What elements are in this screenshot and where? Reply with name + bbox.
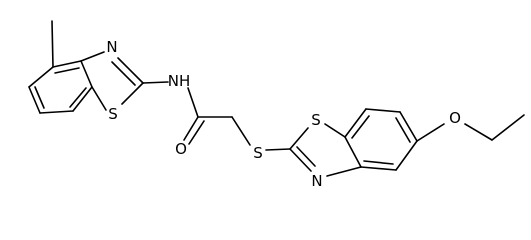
chemical-structure: N S NH O S S N O [28,20,525,190]
atom-label-thioether-s: S [253,144,263,162]
atom-label-n-thiazole-left: N [106,38,117,56]
atom-label-s-thiazole-right: S [311,111,321,129]
atom-label-s-thiazole-left: S [108,105,118,123]
amide-linker [142,81,291,151]
atom-label-ether-o: O [449,109,461,127]
atom-label-n-thiazole-right: N [311,172,322,190]
right-benzothiazole [289,108,525,177]
atom-label-amide-o: O [175,140,187,158]
atom-label-amide-nh: NH [168,72,191,90]
left-benzothiazole [28,20,144,114]
